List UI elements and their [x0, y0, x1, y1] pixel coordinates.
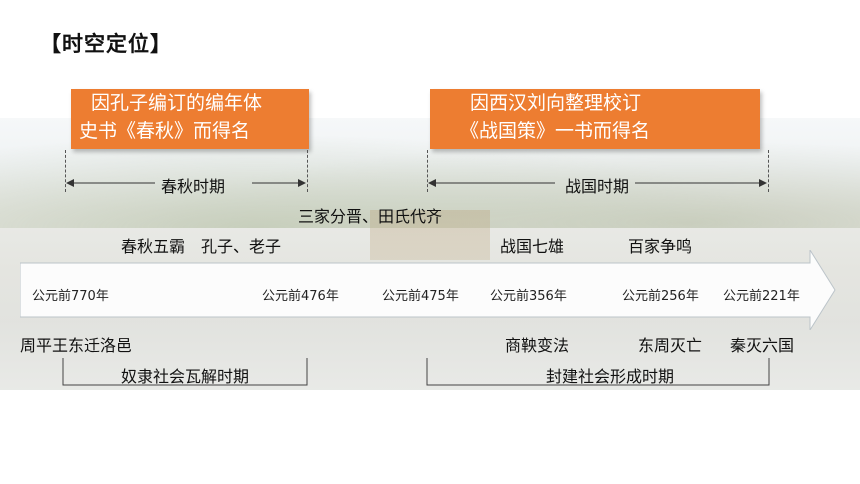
- spring-autumn-name-origin-box: 因孔子编订的编年体 史书《春秋》而得名: [71, 89, 309, 149]
- background-photo: [0, 118, 860, 390]
- box-line-1: 因孔子编订的编年体: [91, 92, 263, 114]
- period-brackets: [62, 358, 770, 386]
- event-five-hegemons: 春秋五霸: [121, 237, 186, 256]
- event-confucius-laozi: 孔子、老子: [201, 237, 282, 256]
- dashed-line: [427, 150, 428, 192]
- date-label: 公元前256年: [622, 289, 699, 304]
- dashed-line: [307, 150, 308, 192]
- period-arrows: [66, 179, 767, 187]
- event-east-zhou-fall: 东周灭亡: [638, 336, 703, 355]
- event-zhou-move-east: 周平王东迁洛邑: [20, 336, 133, 355]
- bracket-slavery: [62, 358, 308, 386]
- box-line-2: 史书《春秋》而得名: [79, 120, 251, 142]
- event-hundred-schools: 百家争鸣: [628, 237, 693, 256]
- background-building: [370, 210, 490, 260]
- section-title: 【时空定位】: [40, 32, 172, 56]
- box-line-2: 《战国策》一书而得名: [460, 120, 651, 142]
- bracket-feudal: [426, 358, 770, 386]
- event-shang-yang-reform: 商鞅变法: [505, 336, 570, 355]
- warring-states-name-origin-box: 因西汉刘向整理校订 《战国策》一书而得名: [430, 89, 760, 149]
- event-seven-powers: 战国七雄: [500, 237, 565, 256]
- dashed-line: [768, 150, 769, 192]
- date-label: 公元前475年: [382, 289, 459, 304]
- date-label: 公元前356年: [490, 289, 567, 304]
- slavery-decline-label: 奴隶社会瓦解时期: [121, 367, 250, 386]
- date-label: 公元前221年: [723, 289, 800, 304]
- feudal-formation-label: 封建社会形成时期: [546, 367, 675, 386]
- date-label: 公元前770年: [32, 289, 109, 304]
- event-three-families: 三家分晋、田氏代齐: [298, 207, 443, 226]
- warring-states-period-label: 战国时期: [565, 177, 630, 196]
- event-qin-unify: 秦灭六国: [730, 336, 795, 355]
- spring-autumn-period-label: 春秋时期: [161, 177, 226, 196]
- box-line-1: 因西汉刘向整理校订: [470, 92, 642, 114]
- dashed-line: [65, 150, 66, 192]
- timeline-arrow: [20, 250, 836, 330]
- date-label: 公元前476年: [262, 289, 339, 304]
